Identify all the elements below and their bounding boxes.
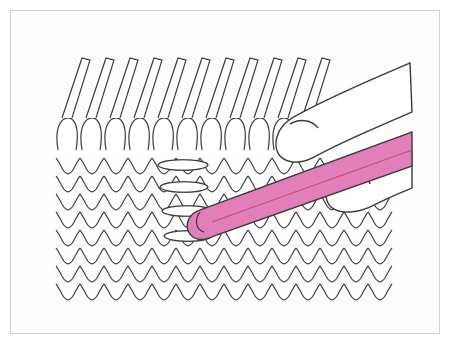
knit-stitch (128, 212, 152, 228)
knit-stitch (248, 266, 272, 282)
knit-stitch (176, 248, 200, 264)
knit-stitch (128, 284, 152, 300)
needle-loop (153, 118, 173, 150)
knit-stitch (104, 284, 128, 300)
needle-loop (225, 118, 245, 150)
knit-stitch (56, 248, 80, 264)
knit-stitch (320, 212, 344, 228)
needle-loop (201, 118, 221, 150)
knit-stitch (320, 248, 344, 264)
knit-stitch (56, 176, 80, 192)
needle-loop (249, 118, 269, 150)
knit-stitch (320, 230, 344, 246)
knit-stitch (80, 194, 104, 210)
needle-stem (230, 58, 258, 118)
needle-stem (86, 58, 114, 118)
knit-stitch (272, 284, 296, 300)
knit-stitch (296, 266, 320, 282)
knit-stitch (80, 266, 104, 282)
knit-stitch (56, 194, 80, 210)
needle-stem (254, 58, 282, 118)
knit-stitch (368, 284, 392, 300)
knit-stitch (224, 230, 248, 246)
knit-stitch (128, 158, 152, 174)
knit-stitch (368, 230, 392, 246)
knit-stitch (104, 158, 128, 174)
knit-stitch (176, 266, 200, 282)
knit-stitch (272, 266, 296, 282)
knit-stitch (56, 266, 80, 282)
needle-stem (278, 58, 306, 118)
knit-stitch (344, 266, 368, 282)
knit-stitch (104, 230, 128, 246)
needle-loop (177, 118, 197, 150)
knit-stitch (320, 284, 344, 300)
knit-stitch (224, 284, 248, 300)
knit-stitch (248, 284, 272, 300)
knit-stitch (56, 158, 80, 174)
knit-stitch (344, 284, 368, 300)
knit-stitch (128, 248, 152, 264)
knit-stitch (248, 158, 272, 174)
needle-loop (81, 118, 101, 150)
knit-stitch (296, 284, 320, 300)
knit-stitch (224, 266, 248, 282)
knit-stitch (296, 212, 320, 228)
needle-stem (158, 58, 186, 118)
needle-stem (206, 58, 234, 118)
knit-stitch (248, 248, 272, 264)
knit-stitch (248, 230, 272, 246)
knit-stitch (296, 248, 320, 264)
needle-loop (129, 118, 149, 150)
knit-stitch (200, 284, 224, 300)
knit-stitch (128, 230, 152, 246)
needle-stem (110, 58, 138, 118)
knit-stitch (80, 230, 104, 246)
knit-stitch (80, 284, 104, 300)
knit-stitch (104, 266, 128, 282)
knit-stitch (152, 248, 176, 264)
knit-stitch (320, 266, 344, 282)
knit-stitch (200, 266, 224, 282)
knit-stitch (104, 212, 128, 228)
knit-stitch (104, 194, 128, 210)
knit-stitch (128, 194, 152, 210)
knit-stitch (128, 266, 152, 282)
needle-stem (134, 58, 162, 118)
knit-stitch (80, 176, 104, 192)
knit-stitch (56, 284, 80, 300)
knit-stitch (344, 248, 368, 264)
knit-stitch (344, 230, 368, 246)
knit-stitch (80, 158, 104, 174)
knit-stitch (272, 230, 296, 246)
knit-stitch (80, 212, 104, 228)
knit-stitch (224, 176, 248, 192)
needle-stem (62, 58, 90, 118)
knit-stitch (224, 158, 248, 174)
knit-stitch (224, 248, 248, 264)
knit-stitch (344, 212, 368, 228)
knit-stitch (368, 266, 392, 282)
knit-stitch (56, 230, 80, 246)
knit-stitch (368, 248, 392, 264)
knit-stitch (296, 230, 320, 246)
knit-stitch (272, 248, 296, 264)
knit-stitch (128, 176, 152, 192)
needle-loop (57, 118, 77, 150)
knit-stitch (104, 248, 128, 264)
knit-stitch (80, 248, 104, 264)
knit-stitch (368, 212, 392, 228)
knit-stitch (152, 266, 176, 282)
needle-loop (105, 118, 125, 150)
knit-stitch (152, 284, 176, 300)
needle-stem (182, 58, 210, 118)
knit-stitch (56, 212, 80, 228)
knit-stitch (104, 176, 128, 192)
knit-stitch (200, 248, 224, 264)
knit-stitch (176, 284, 200, 300)
